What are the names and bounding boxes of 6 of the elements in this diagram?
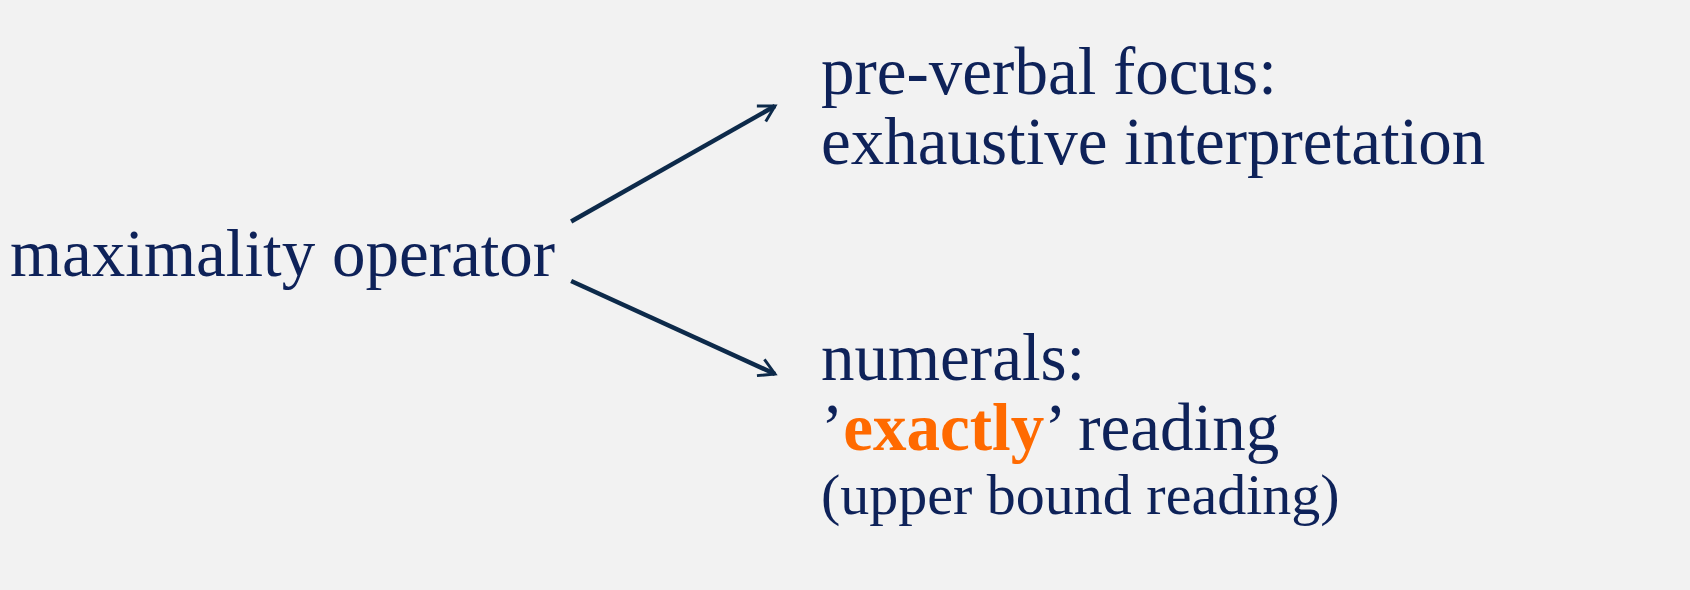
node-text: maximality operator — [10, 218, 556, 288]
heading-text: numerals: — [821, 322, 1087, 392]
heading-text: pre-verbal focus: — [821, 36, 1278, 106]
node-text: ’exactly’ reading — [821, 392, 1281, 462]
arrow — [570, 278, 777, 378]
arrow — [570, 104, 777, 224]
